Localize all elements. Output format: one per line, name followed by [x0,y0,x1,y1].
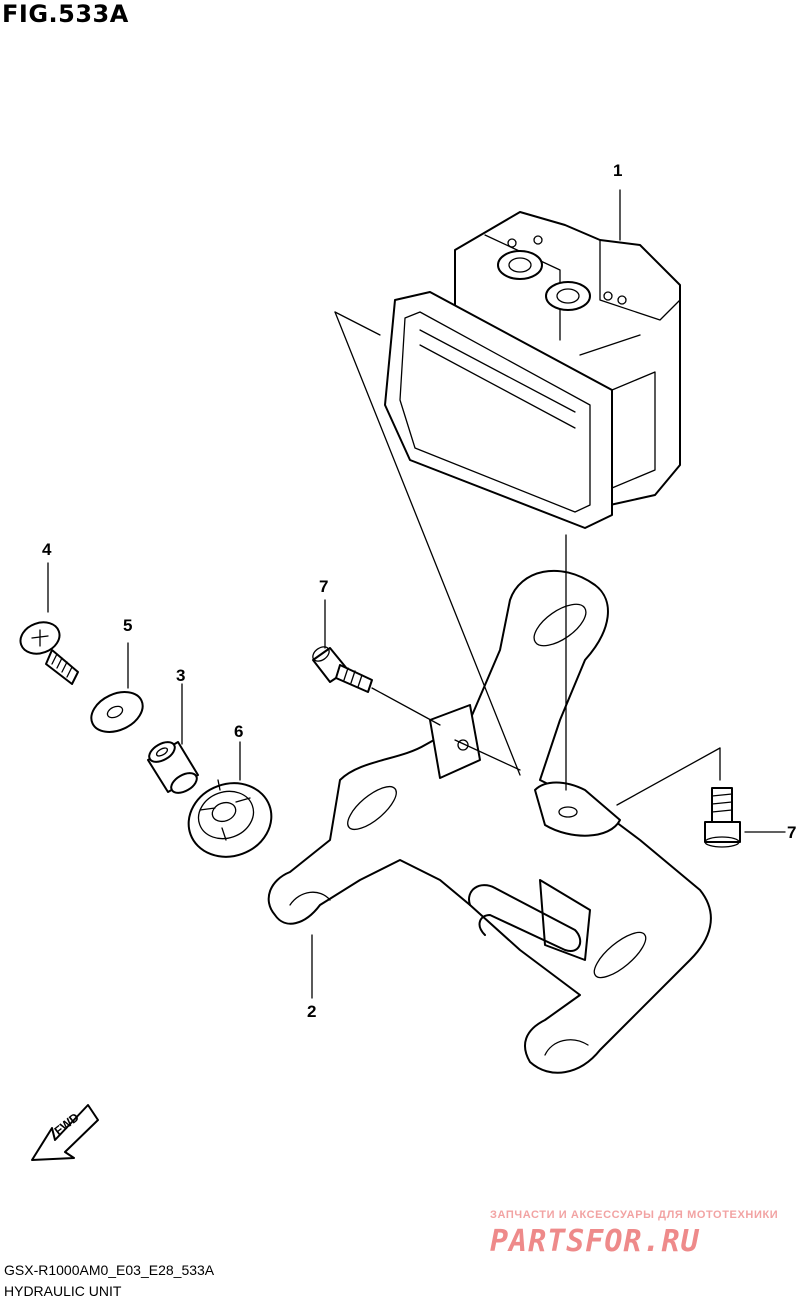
hydraulic-unit-part-1[interactable] [384,211,681,529]
model-code: GSX-R1000AM0_E03_E28_533A [4,1262,215,1278]
callout-7-right[interactable]: 7 [787,823,797,842]
washer-part-5[interactable] [85,684,149,739]
watermark-logo: PARTSFOR.RU [490,1224,700,1259]
callout-7-left[interactable]: 7 [319,577,329,596]
callout-2[interactable]: 2 [307,1002,317,1021]
bolt-part-7-right[interactable] [704,787,741,848]
grommet-part-6[interactable] [178,772,282,868]
callout-3[interactable]: 3 [176,666,186,685]
figure-caption: HYDRAULIC UNIT [4,1283,122,1299]
leader-lines [47,189,786,999]
callout-4[interactable]: 4 [42,540,52,559]
callout-5[interactable]: 5 [123,616,133,635]
figure-title: FIG.533A [2,0,129,28]
bolt-part-4[interactable] [16,617,79,685]
callout-1[interactable]: 1 [613,161,623,180]
collar-part-3[interactable] [146,738,200,797]
watermark-tagline: ЗАПЧАСТИ И АКСЕССУАРЫ ДЛЯ МОТОТЕХНИКИ [490,1209,779,1221]
callout-6[interactable]: 6 [234,722,244,741]
fwd-arrow-icon [31,1104,99,1161]
bracket-part-2[interactable] [267,569,712,1074]
bolt-part-7-left[interactable] [310,644,373,693]
